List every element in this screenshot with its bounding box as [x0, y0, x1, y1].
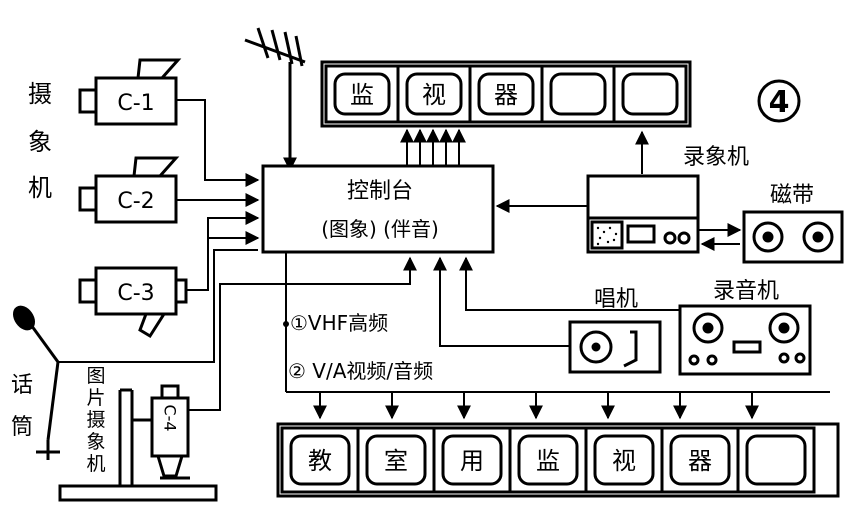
slide-camera-stand	[58, 388, 218, 502]
top-monitor-bank: 监视器	[320, 60, 692, 128]
top-monitor-screen	[333, 72, 391, 116]
tape-recorder-line	[459, 256, 680, 311]
slide-camera-label-char-3: 摄	[86, 409, 105, 431]
record-player-line	[433, 256, 570, 347]
microphone-label-char-2: 筒	[11, 415, 33, 440]
figure-number: 4	[769, 85, 790, 120]
microphone-label-char-1: 话	[11, 373, 33, 398]
top-monitor-screen	[405, 72, 463, 116]
microphone-feed-line	[58, 249, 258, 363]
bottom-monitor-screen	[593, 434, 655, 486]
top-monitor-2: 视	[396, 64, 472, 124]
camera-c1-label: C-1	[117, 91, 154, 116]
camera-c3: C-3	[78, 266, 188, 339]
bottom-monitor-screen	[289, 434, 351, 486]
camera-label-char-1: 摄	[28, 80, 52, 108]
bottom-monitor-3: 用	[432, 426, 512, 494]
bottom-monitor-4: 监	[508, 426, 588, 494]
camera-c4-label: C-4	[161, 404, 180, 431]
record-player-label: 唱机	[594, 287, 638, 312]
top-monitor-label: 器	[494, 81, 518, 109]
slide-camera-label-char-5: 机	[86, 453, 105, 475]
top-monitor-label: 监	[350, 81, 374, 109]
bottom-monitor-label: 监	[536, 447, 560, 475]
camera-c3-label: C-3	[117, 281, 154, 306]
camera-label-char-2: 象	[28, 128, 52, 156]
bottom-monitor-6: 器	[660, 426, 740, 494]
camera-c2: C-2	[78, 156, 180, 224]
control-console: 控制台 (图象) (伴音)	[261, 164, 495, 254]
top-monitor-4	[540, 64, 616, 124]
camera-c4: C-4	[150, 384, 190, 480]
bottom-monitor-label: 教	[308, 447, 332, 475]
microphone-icon	[12, 305, 60, 460]
c4-feed-line	[188, 256, 417, 411]
distribution-line1: ①VHF高频	[290, 311, 388, 335]
camera-side-label: 摄 象 机	[28, 80, 52, 202]
top-monitor-screen	[477, 72, 535, 116]
bottom-monitor-screen	[441, 434, 503, 486]
console-to-monitor-arrows	[400, 128, 466, 166]
control-console-subtitle: (图象) (伴音)	[321, 217, 439, 241]
vcr-texture	[596, 226, 618, 246]
microphone-label: 话 筒	[11, 373, 33, 440]
top-monitor-label: 视	[422, 81, 446, 109]
camera-label-char-3: 机	[28, 174, 52, 202]
bottom-monitor-screen	[365, 434, 427, 486]
slide-camera-label: 图 片 摄 象 机	[86, 365, 105, 475]
tape-cassette	[742, 210, 844, 264]
vcr-tape-link	[698, 223, 742, 251]
camera-feed-lines	[176, 99, 260, 291]
top-monitor-5	[612, 64, 688, 124]
vcr-label: 录象机	[683, 145, 749, 170]
bottom-monitor-bank: 教室用监视器	[276, 422, 840, 498]
bottom-monitor-screen	[517, 434, 579, 486]
junction-dot	[283, 321, 289, 327]
bottom-monitor-screen	[669, 434, 731, 486]
bottom-monitor-7	[736, 426, 816, 494]
top-monitor-3: 器	[468, 64, 544, 124]
distribution-line2: ② V/A视频/音频	[288, 359, 433, 383]
vcr	[586, 174, 700, 254]
bottom-monitor-label: 室	[384, 447, 408, 475]
tape-recorder	[678, 304, 812, 376]
camera-c2-label: C-2	[117, 189, 154, 214]
control-console-title: 控制台	[347, 179, 413, 204]
bottom-monitor-label: 器	[688, 447, 712, 475]
top-monitor-screen	[621, 72, 679, 116]
figure-number-badge: 4	[757, 79, 801, 123]
camera-c1: C-1	[78, 58, 182, 126]
bottom-monitor-label: 用	[460, 447, 484, 475]
slide-camera-label-char-2: 片	[86, 387, 105, 409]
tape-label: 磁带	[770, 183, 814, 208]
tape-recorder-label: 录音机	[713, 279, 779, 304]
record-player	[568, 320, 662, 374]
bottom-monitor-screen	[745, 434, 807, 486]
distribution-drop-arrows	[313, 392, 759, 420]
top-monitor-screen	[549, 72, 607, 116]
bottom-monitor-label: 视	[612, 447, 636, 475]
top-monitor-1: 监	[324, 64, 400, 124]
slide-camera-label-char-4: 象	[86, 431, 105, 453]
slide-camera-label-char-1: 图	[86, 365, 105, 387]
bottom-monitor-1: 教	[280, 426, 360, 494]
bottom-monitor-2: 室	[356, 426, 436, 494]
antenna-icon	[244, 27, 306, 168]
bottom-monitor-5: 视	[584, 426, 664, 494]
